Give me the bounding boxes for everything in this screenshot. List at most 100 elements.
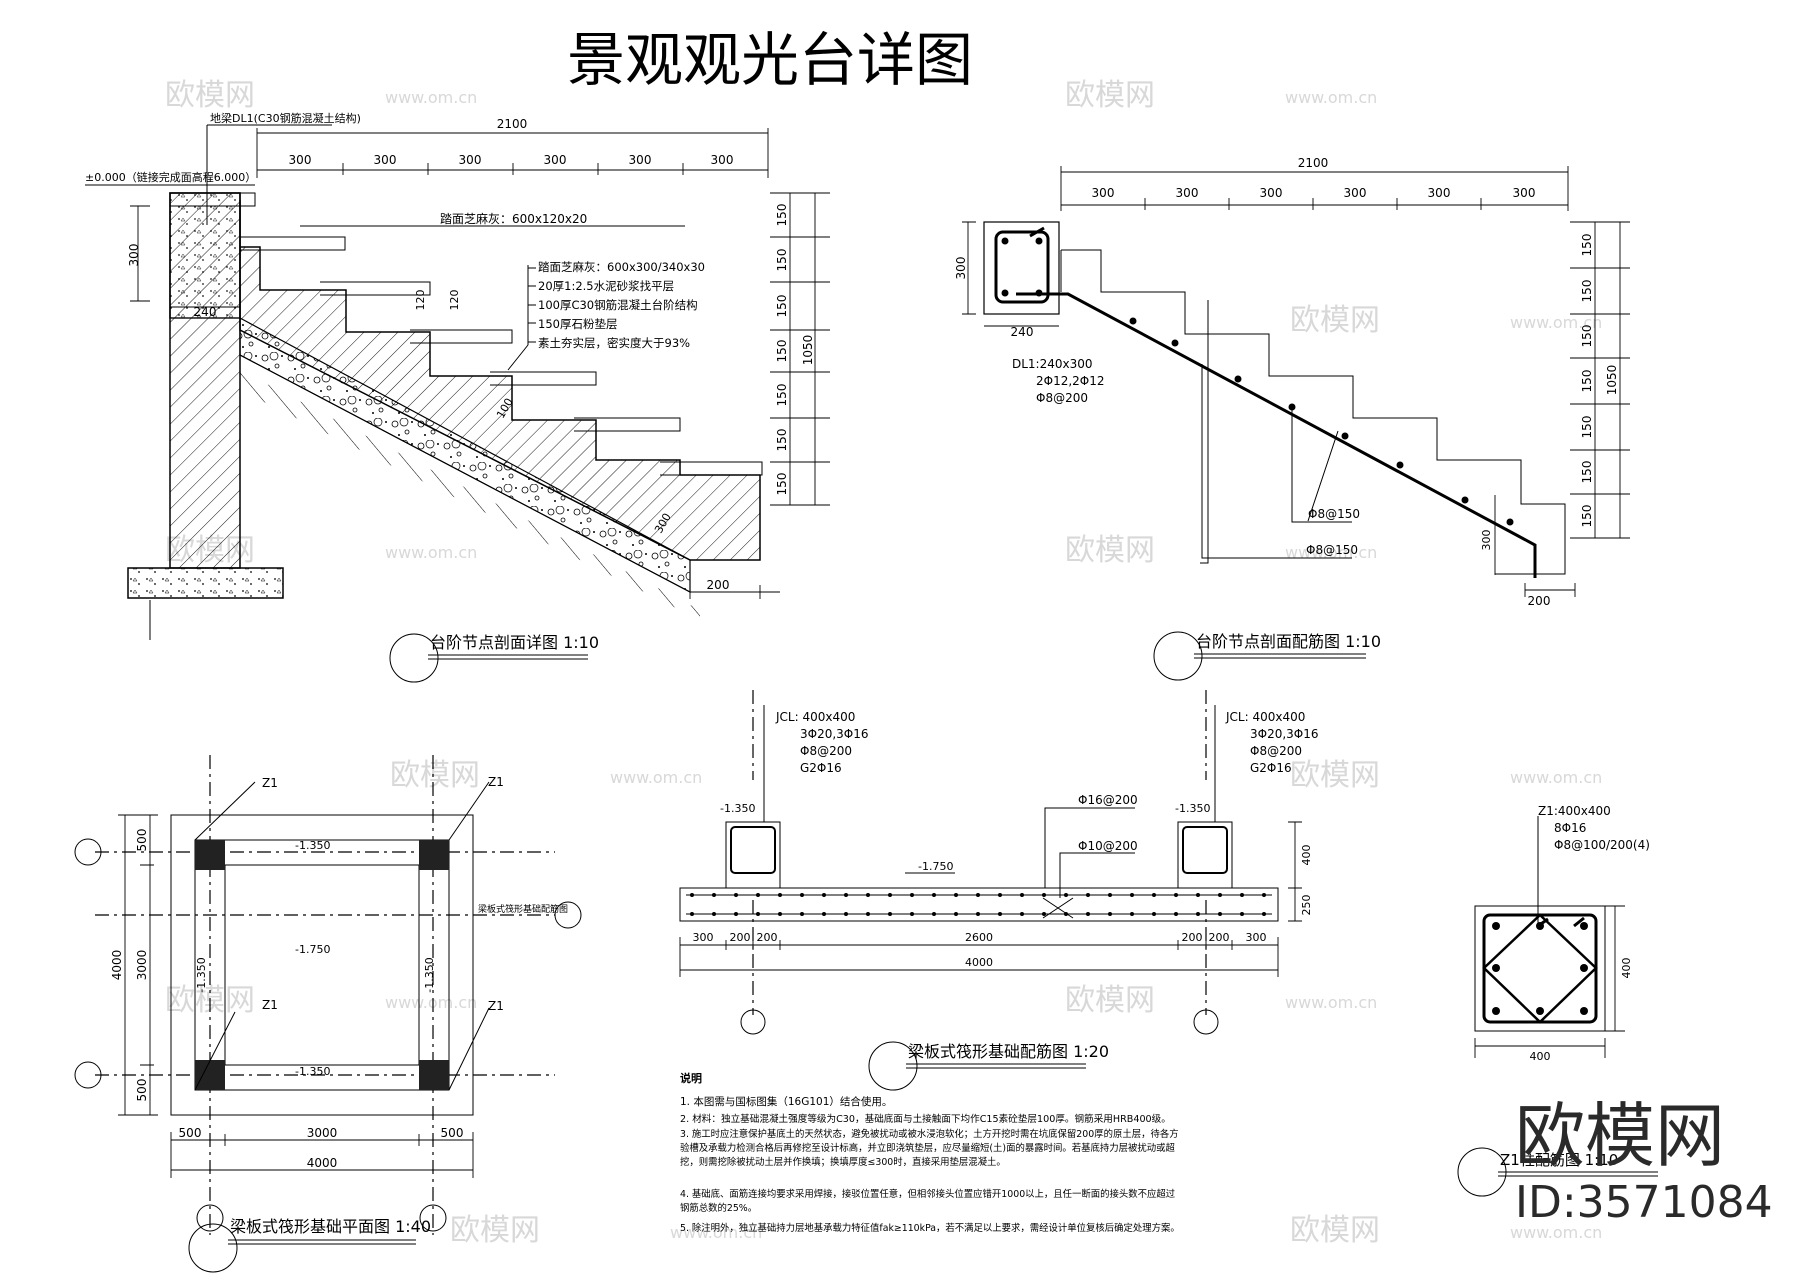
rebar-dot — [1042, 912, 1046, 916]
watermark-url: www.om.cn — [1285, 993, 1377, 1012]
dim-label: 300 — [544, 153, 567, 167]
dim-label: 150 — [1580, 416, 1594, 439]
dim-label: 240 — [194, 305, 217, 319]
rebar-dot — [1086, 893, 1090, 897]
caption: 梁板式筏形基础平面图 1:40 — [230, 1217, 431, 1236]
dim-label: 500 — [179, 1126, 202, 1140]
step-section-drawing: 2100 300 300 300 300 300 300 150 150 150… — [85, 111, 830, 683]
watermark-text: 欧模网 — [1065, 533, 1155, 568]
rebar-dot — [888, 893, 892, 897]
jcl-spec: JCL: 400x400 — [1225, 710, 1305, 724]
dim-label: 150 — [775, 295, 789, 318]
dim-label: 300 — [629, 153, 652, 167]
dim-label: 500 — [441, 1126, 464, 1140]
notes-heading: 说明 — [680, 1071, 702, 1085]
dim-label: 150 — [775, 429, 789, 452]
dl1-spec: 2Φ12,2Φ12 — [1036, 374, 1105, 388]
section-symbol — [389, 633, 439, 683]
watermark-url: www.om.cn — [670, 1223, 762, 1242]
watermark-url: www.om.cn — [610, 768, 702, 787]
rebar-dot — [866, 893, 870, 897]
brand-logo: 欧模网 — [1515, 1095, 1725, 1177]
layer-note: 100厚C30钢筋混凝土台阶结构 — [538, 298, 698, 312]
watermark-url: www.om.cn — [1510, 313, 1602, 332]
watermark-url: www.om.cn — [1285, 543, 1377, 562]
note-item: 1. 本图需与国标图集（16G101）结合使用。 — [680, 1095, 892, 1108]
rebar-dot — [690, 893, 694, 897]
rebar-dot — [1218, 893, 1222, 897]
dim-label: 400 — [1300, 845, 1313, 866]
section-symbol — [868, 1041, 918, 1091]
dim-label: 300 — [1246, 931, 1267, 944]
jcl-spec: G2Φ16 — [1250, 761, 1292, 775]
watermark-text: 欧模网 — [1290, 758, 1380, 793]
rebar-dot — [1064, 893, 1068, 897]
dim-label: 200 — [1182, 931, 1203, 944]
rebar-dot — [712, 912, 716, 916]
dim-label: 300 — [711, 153, 734, 167]
rebar-dot — [1262, 912, 1266, 916]
watermark-url: www.om.cn — [385, 993, 477, 1012]
general-notes: 说明 1. 本图需与国标图集（16G101）结合使用。 2. 材料：独立基础混凝… — [680, 1071, 1180, 1234]
rebar-dot — [1108, 893, 1112, 897]
dim-label: 2600 — [965, 931, 993, 944]
dim-label: 150 — [1580, 461, 1594, 484]
column-spec: Z1:400x400 — [1538, 804, 1611, 818]
rebar-dot — [998, 912, 1002, 916]
rebar-dot — [998, 893, 1002, 897]
dim-label: 150 — [775, 249, 789, 272]
rebar-dot — [1152, 912, 1156, 916]
dim-label: 150 — [1580, 370, 1594, 393]
rebar-dot — [800, 912, 804, 916]
raft-plan-drawing: Z1 Z1 Z1 Z1 -1.350 -1.350 -1.750 -1.350 … — [74, 755, 582, 1273]
dim-label: 120 — [414, 290, 427, 311]
dim-label: 200 — [707, 578, 730, 592]
rebar-dot — [712, 893, 716, 897]
rebar-bot: Φ10@200 — [1078, 839, 1138, 853]
caption: 梁板式筏形基础配筋图 1:20 — [908, 1042, 1109, 1061]
dim-label: 300 — [459, 153, 482, 167]
watermark-text: 欧模网 — [1065, 983, 1155, 1018]
dim-label: 500 — [135, 829, 149, 852]
rebar-dot — [1240, 893, 1244, 897]
note-item: 3. 施工时应注意保护基底土的天然状态，避免被扰动或被水浸泡软化；土方开挖时需在… — [680, 1129, 1179, 1168]
dl1-spec: DL1:240x300 — [1012, 357, 1093, 371]
dim-label: 300 — [1092, 186, 1115, 200]
rebar-section-drawing: 2100 300 300 300 300 300 300 150 150 150… — [954, 156, 1630, 681]
dim-label: 4000 — [110, 950, 124, 981]
rebar-dot — [1020, 912, 1024, 916]
rebar-dot — [1240, 912, 1244, 916]
rebar-dot — [954, 912, 958, 916]
rebar-dot — [1196, 912, 1200, 916]
rebar-dot — [910, 893, 914, 897]
rebar-dot — [1064, 912, 1068, 916]
dim-label: 300 — [1428, 186, 1451, 200]
dim-label: 400 — [1530, 1050, 1551, 1063]
column-spec: Φ8@100/200(4) — [1554, 838, 1650, 852]
dim-label: 500 — [135, 1079, 149, 1102]
dim-label: 300 — [289, 153, 312, 167]
rebar-dot — [932, 893, 936, 897]
dim-label: 300 — [1344, 186, 1367, 200]
jcl-spec: G2Φ16 — [800, 761, 842, 775]
jcl-spec: 3Φ20,3Φ16 — [800, 727, 869, 741]
rebar-dot — [888, 912, 892, 916]
dim-label: 300 — [1176, 186, 1199, 200]
dim-label: 300 — [374, 153, 397, 167]
section-ref: 梁板式筏形基础配筋图 — [478, 903, 568, 915]
watermark-url: www.om.cn — [1285, 88, 1377, 107]
rebar-dot — [1086, 912, 1090, 916]
dim-label: 4000 — [307, 1156, 338, 1170]
rebar-dot — [756, 912, 760, 916]
jcl-spec: JCL: 400x400 — [775, 710, 855, 724]
dim-label: 150 — [775, 204, 789, 227]
dim-label: 150 — [1580, 325, 1594, 348]
column-drawing: Z1:400x400 8Φ16 Φ8@100/200(4) 400 400 Z1… — [1457, 804, 1658, 1197]
rebar-top: Φ16@200 — [1078, 793, 1138, 807]
dim-label: 3000 — [135, 950, 149, 981]
rebar-dot — [800, 893, 804, 897]
level-label: -1.750 — [918, 860, 953, 873]
rebar-dot — [734, 912, 738, 916]
dim-label: 200 — [1528, 594, 1551, 608]
rebar-dot — [1042, 893, 1046, 897]
